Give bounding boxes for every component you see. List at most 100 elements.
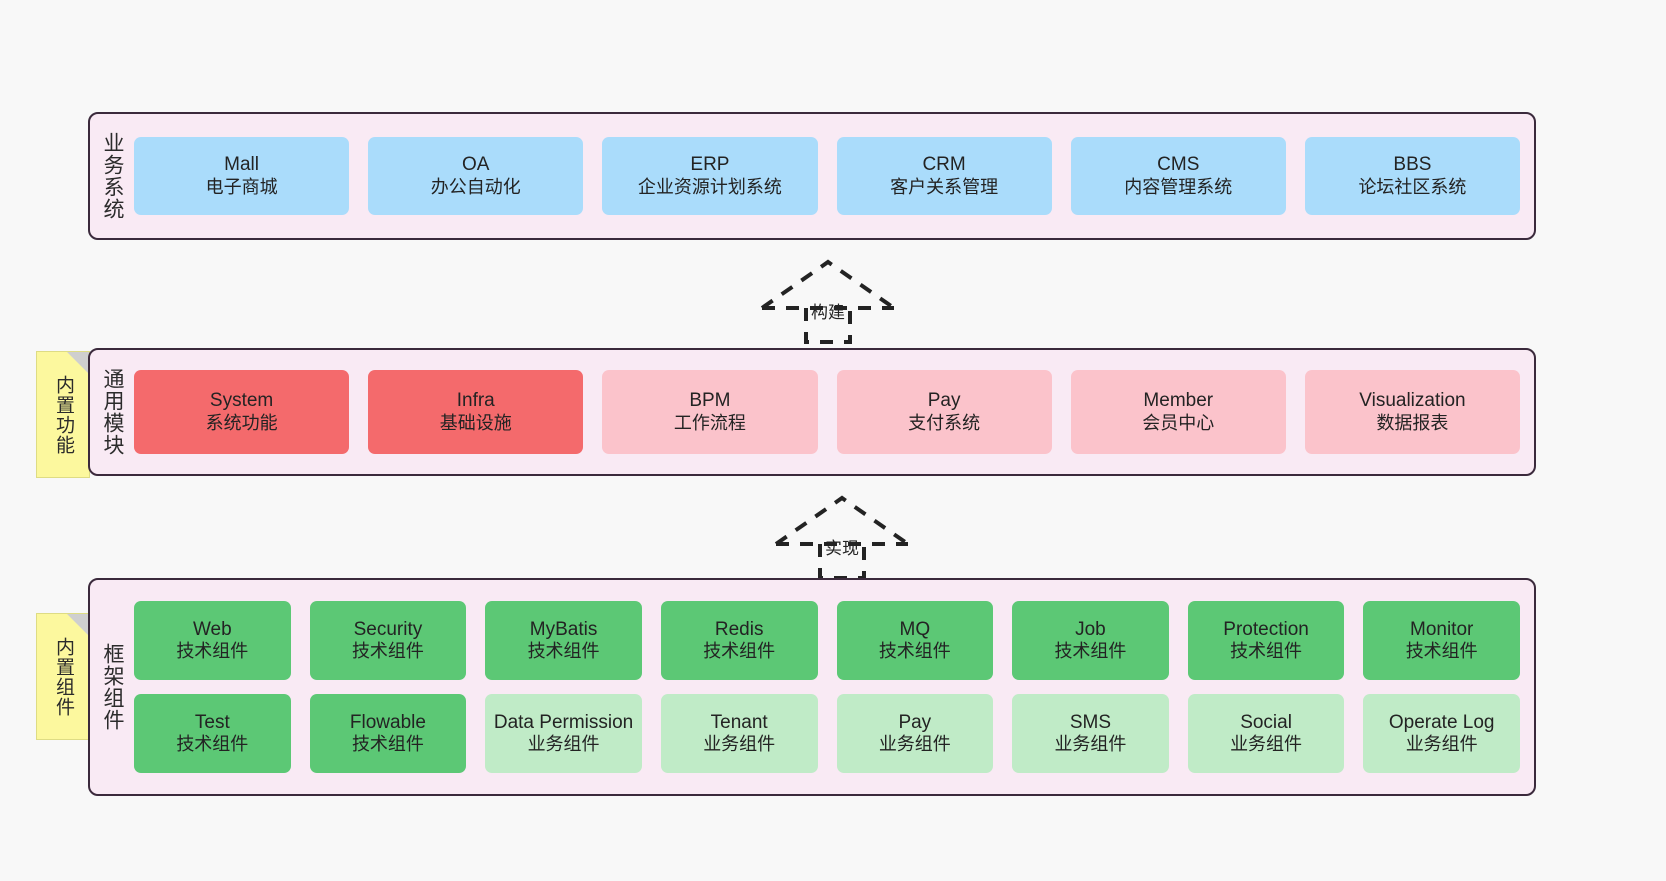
- box-title: MyBatis: [529, 618, 598, 640]
- box-title: OA: [462, 154, 490, 176]
- box-protection[interactable]: Protection 技术组件: [1187, 601, 1345, 680]
- box-subtitle: 电子商城: [205, 176, 278, 197]
- note-fold-corner-icon: [67, 614, 89, 636]
- box-subtitle: 业务组件: [527, 734, 600, 755]
- box-social[interactable]: Social 业务组件: [1187, 694, 1345, 773]
- box-operate-log[interactable]: Operate Log 业务组件: [1363, 694, 1520, 773]
- box-title: SMS: [1069, 711, 1112, 733]
- box-title: BPM: [689, 390, 731, 412]
- row-business-components: Test 技术组件 Flowable 技术组件 Data Permission …: [134, 694, 1520, 773]
- note-builtin-functions: 内置功能: [36, 351, 90, 478]
- box-subtitle: 业务组件: [1230, 734, 1303, 755]
- box-title: Monitor: [1410, 618, 1474, 640]
- box-mq[interactable]: MQ 技术组件: [836, 601, 994, 680]
- box-title: Pay: [898, 711, 932, 733]
- generalization-arrow-shaft-icon: [804, 308, 852, 344]
- box-subtitle: 技术组件: [703, 641, 776, 662]
- box-subtitle: 数据报表: [1376, 412, 1449, 433]
- box-subtitle: 技术组件: [527, 641, 600, 662]
- box-subtitle: 工作流程: [673, 412, 746, 433]
- box-title: Operate Log: [1388, 711, 1495, 733]
- box-flowable[interactable]: Flowable 技术组件: [309, 694, 467, 773]
- box-data-permission[interactable]: Data Permission 业务组件: [485, 694, 642, 773]
- box-oa[interactable]: OA 办公自动化: [368, 137, 584, 215]
- box-title: Job: [1075, 618, 1106, 640]
- box-job[interactable]: Job 技术组件: [1012, 601, 1169, 680]
- box-subtitle: 业务组件: [703, 734, 776, 755]
- layer-title-common-modules: 通用模块: [101, 368, 125, 456]
- box-cms[interactable]: CMS 内容管理系统: [1070, 137, 1286, 215]
- box-subtitle: 办公自动化: [430, 176, 521, 197]
- box-crm[interactable]: CRM 客户关系管理: [836, 137, 1052, 215]
- box-title: Visualization: [1359, 390, 1466, 412]
- box-title: CMS: [1157, 154, 1200, 176]
- box-subtitle: 内容管理系统: [1124, 176, 1233, 197]
- box-bbs[interactable]: BBS 论坛社区系统: [1304, 137, 1521, 215]
- box-title: BBS: [1393, 154, 1432, 176]
- box-title: System: [209, 390, 274, 412]
- layer-body-framework-components: Web 技术组件 Security 技术组件 MyBatis 技术组件 Redi…: [134, 580, 1534, 794]
- box-pay-module[interactable]: Pay 支付系统: [836, 370, 1052, 454]
- box-title: Member: [1143, 390, 1214, 412]
- row-common-modules: System 系统功能 Infra 基础设施 BPM 工作流程 Pay 支付系统…: [134, 370, 1521, 454]
- box-infra[interactable]: Infra 基础设施: [368, 370, 584, 454]
- note-label: 内置组件: [52, 636, 74, 717]
- box-security[interactable]: Security 技术组件: [309, 601, 467, 680]
- box-title: Mall: [224, 154, 259, 176]
- box-title: Protection: [1223, 618, 1309, 640]
- box-subtitle: 业务组件: [878, 734, 951, 755]
- box-subtitle: 技术组件: [878, 641, 951, 662]
- box-bpm[interactable]: BPM 工作流程: [602, 370, 818, 454]
- box-title: Redis: [714, 618, 764, 640]
- box-pay-component[interactable]: Pay 业务组件: [836, 694, 994, 773]
- box-subtitle: 企业资源计划系统: [637, 176, 782, 197]
- box-title: Data Permission: [493, 711, 634, 733]
- connector-build: 构建: [760, 258, 896, 344]
- box-title: CRM: [922, 154, 966, 176]
- box-mall[interactable]: Mall 电子商城: [134, 137, 350, 215]
- layer-framework-components: 框架组件 Web 技术组件 Security 技术组件 MyBatis 技术组件…: [88, 578, 1536, 796]
- box-member[interactable]: Member 会员中心: [1070, 370, 1286, 454]
- box-subtitle: 技术组件: [351, 734, 424, 755]
- box-title: Pay: [927, 390, 961, 412]
- box-erp[interactable]: ERP 企业资源计划系统: [602, 137, 818, 215]
- layer-business-systems: 业务系统 Mall 电子商城 OA 办公自动化 ERP 企业资源计划系统 CRM…: [88, 112, 1536, 240]
- box-subtitle: 系统功能: [205, 412, 278, 433]
- box-title: Tenant: [710, 711, 768, 733]
- box-system[interactable]: System 系统功能: [134, 370, 350, 454]
- generalization-arrowhead-icon: [760, 259, 896, 310]
- box-test[interactable]: Test 技术组件: [134, 694, 291, 773]
- box-visualization[interactable]: Visualization 数据报表: [1304, 370, 1521, 454]
- note-fold-corner-icon: [67, 352, 89, 374]
- box-title: ERP: [690, 154, 730, 176]
- note-label: 内置功能: [52, 374, 74, 455]
- row-business-systems: Mall 电子商城 OA 办公自动化 ERP 企业资源计划系统 CRM 客户关系…: [134, 137, 1521, 215]
- box-tenant[interactable]: Tenant 业务组件: [660, 694, 818, 773]
- box-subtitle: 基础设施: [439, 412, 512, 433]
- box-title: Infra: [456, 390, 495, 412]
- box-subtitle: 会员中心: [1142, 412, 1215, 433]
- layer-common-modules: 通用模块 System 系统功能 Infra 基础设施 BPM 工作流程 Pay…: [88, 348, 1536, 476]
- box-subtitle: 支付系统: [908, 412, 981, 433]
- layer-title-business-systems: 业务系统: [101, 132, 125, 220]
- layer-title-framework-components: 框架组件: [101, 643, 125, 731]
- box-redis[interactable]: Redis 技术组件: [660, 601, 818, 680]
- box-monitor[interactable]: Monitor 技术组件: [1363, 601, 1520, 680]
- box-subtitle: 技术组件: [1230, 641, 1303, 662]
- box-sms[interactable]: SMS 业务组件: [1012, 694, 1169, 773]
- box-title: Security: [353, 618, 423, 640]
- note-builtin-components: 内置组件: [36, 613, 90, 740]
- box-subtitle: 技术组件: [1054, 641, 1127, 662]
- box-title: MQ: [899, 618, 931, 640]
- box-title: Web: [192, 618, 232, 640]
- box-title: Test: [194, 711, 230, 733]
- connector-label: 实现: [825, 539, 859, 558]
- box-mybatis[interactable]: MyBatis 技术组件: [485, 601, 642, 680]
- box-subtitle: 论坛社区系统: [1358, 176, 1467, 197]
- row-technical-components: Web 技术组件 Security 技术组件 MyBatis 技术组件 Redi…: [134, 601, 1520, 680]
- box-subtitle: 技术组件: [176, 641, 249, 662]
- box-web[interactable]: Web 技术组件: [134, 601, 291, 680]
- box-subtitle: 业务组件: [1054, 734, 1127, 755]
- connector-label: 构建: [811, 303, 845, 322]
- connector-implement: 实现: [774, 494, 910, 580]
